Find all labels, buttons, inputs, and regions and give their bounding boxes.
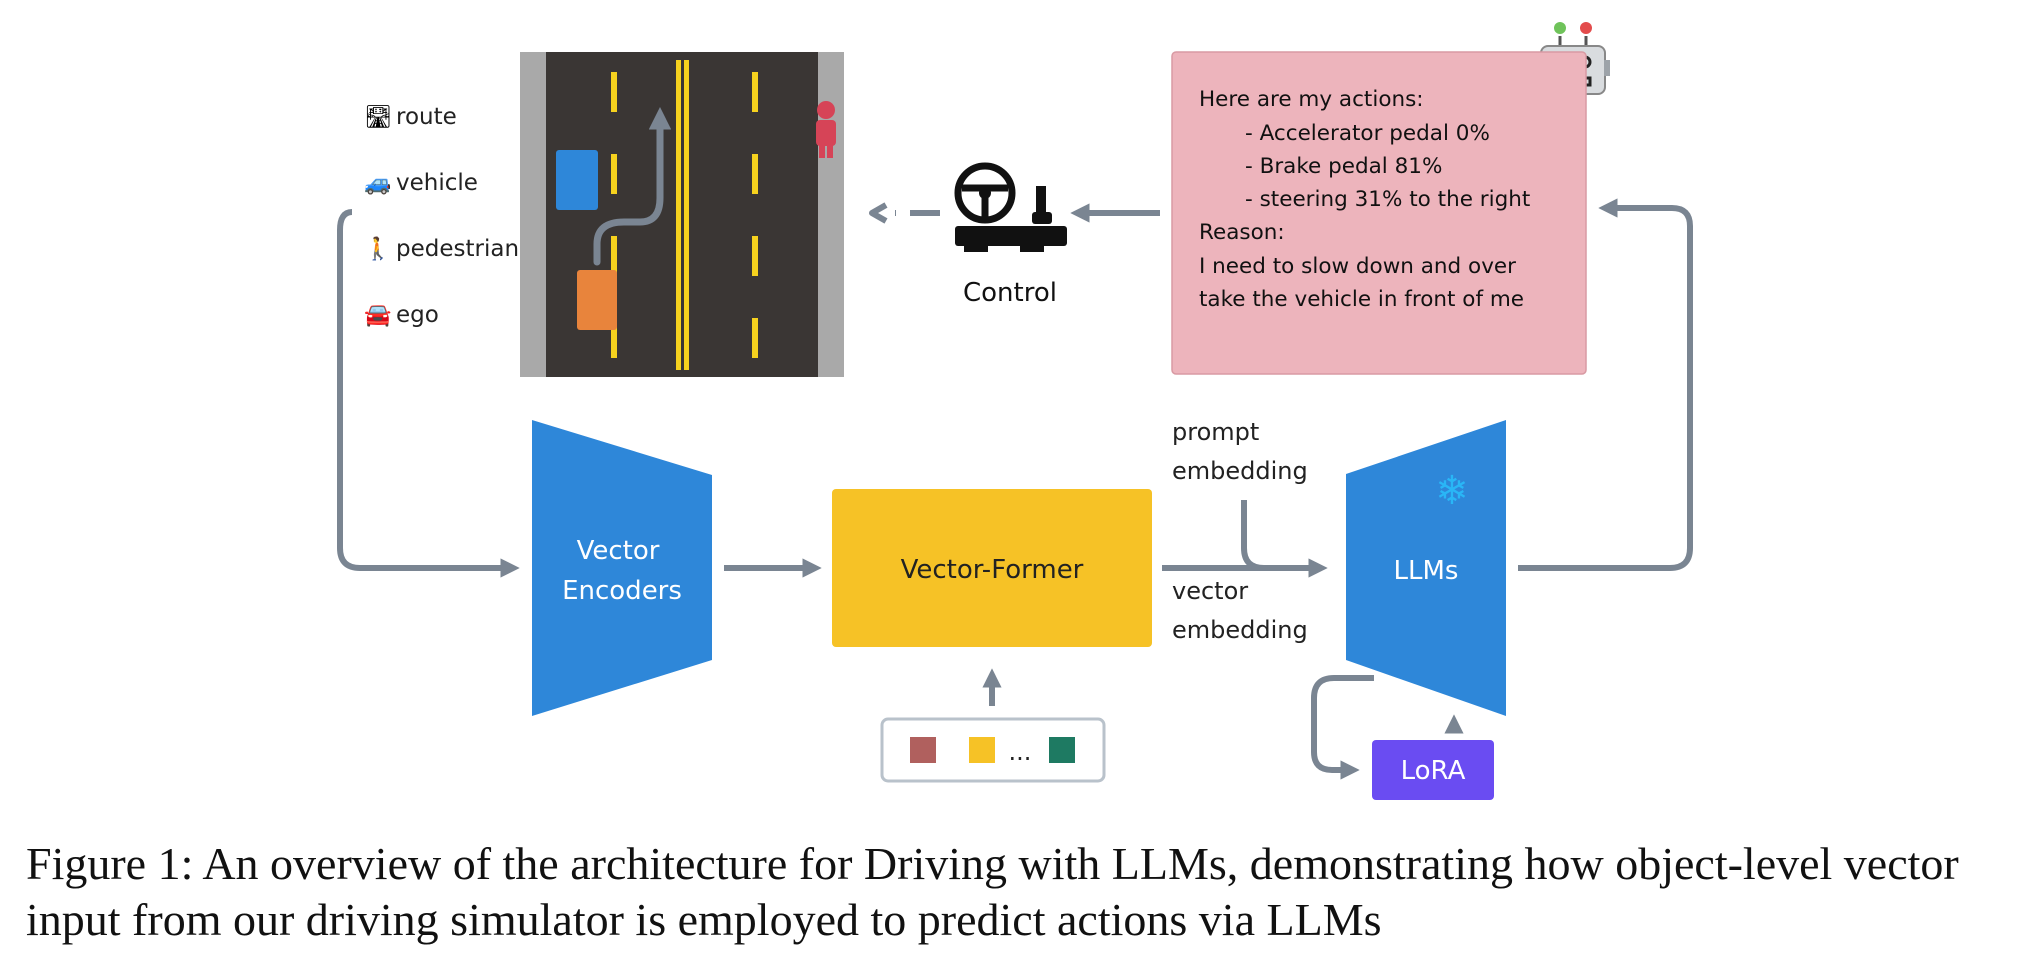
actions-line-1: Here are my actions: [1199, 87, 1424, 112]
other-vehicle [556, 150, 598, 210]
ego-vehicle [577, 270, 617, 330]
actions-box: Here are my actions: - Accelerator pedal… [1171, 51, 1587, 375]
route-icon: 🛣 [364, 105, 392, 130]
prompt-embedding-line-1: prompt [1172, 418, 1259, 446]
figure-caption: Figure 1: An overview of the architectur… [26, 838, 1959, 945]
actions-line-3: - Brake pedal 81% [1245, 154, 1442, 179]
actions-line-6: I need to slow down and over [1199, 254, 1516, 279]
query-tokens: ... [880, 717, 1106, 783]
encoders-label-line-2: Encoders [562, 576, 682, 606]
lane-dashes-right [752, 72, 758, 358]
vehicle-icon: 🚙 [364, 171, 391, 196]
center-double-line [676, 60, 689, 370]
planned-route-arrow [593, 107, 672, 266]
actions-line-2: - Accelerator pedal 0% [1245, 121, 1490, 146]
lora-label: LoRA [1401, 756, 1466, 786]
road-scene [520, 52, 844, 377]
legend-label-ego: ego [396, 302, 439, 328]
legend-item-ego: 🚘 ego [364, 302, 439, 328]
token-green [1049, 737, 1075, 763]
token-red [910, 737, 936, 763]
arrow-llms-to-lora [1311, 675, 1374, 780]
token-yellow [969, 737, 995, 763]
lora-block: LoRA [1372, 740, 1494, 800]
llms-block: ❄ LLMs [1346, 420, 1506, 716]
control-block: Control [869, 162, 1160, 308]
prompt-embedding-line-2: embedding [1172, 457, 1308, 485]
vector-embedding-line-1: vector [1172, 577, 1248, 605]
actions-line-5: Reason: [1199, 220, 1285, 245]
pedals-icon [955, 226, 1067, 252]
pedestrian-icon: 🚶 [364, 236, 391, 262]
pedestrian-figure [816, 101, 836, 158]
vector-former: Vector-Former [832, 489, 1152, 647]
arrow-prompt-embedding-merge [1241, 500, 1284, 571]
legend-item-route: 🛣 route [364, 104, 457, 130]
lane-dashes-left [611, 72, 617, 358]
llms-label: LLMs [1394, 556, 1459, 586]
vector-encoders: Vector Encoders [532, 420, 712, 716]
legend-label-vehicle: vehicle [396, 170, 478, 196]
legend-label-pedestrian: pedestrian [396, 236, 519, 262]
arrow-control-to-scene-head [869, 202, 888, 224]
actions-line-7: take the vehicle in front of me [1199, 287, 1524, 312]
arrow-inputs-to-encoders [337, 209, 520, 578]
ego-icon: 🚘 [364, 303, 391, 328]
former-label: Vector-Former [901, 555, 1084, 585]
legend-label-route: route [396, 104, 457, 130]
legend-item-vehicle: 🚙 vehicle [364, 170, 478, 196]
legend-item-pedestrian: 🚶 pedestrian [364, 236, 519, 262]
snowflake-icon: ❄ [1435, 468, 1469, 514]
control-label: Control [963, 278, 1057, 308]
encoders-label-line-1: Vector [577, 536, 660, 566]
actions-line-4: - steering 31% to the right [1245, 187, 1530, 212]
architecture-diagram: 🛣 route 🚙 vehicle 🚶 pedestrian 🚘 ego [337, 22, 1693, 800]
arrow-llms-to-actions [1518, 198, 1693, 571]
steering-wheel-icon [954, 162, 1016, 224]
vector-embedding-line-2: embedding [1172, 616, 1308, 644]
gear-shift-icon [1032, 186, 1052, 224]
legend: 🛣 route 🚙 vehicle 🚶 pedestrian 🚘 ego [364, 104, 519, 328]
tokens-ellipsis: ... [1009, 738, 1032, 766]
